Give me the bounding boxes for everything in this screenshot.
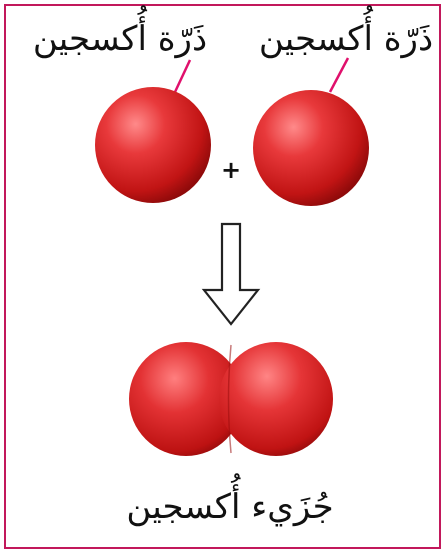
plus-sign: + (221, 156, 241, 184)
molecule-atom-right (219, 342, 333, 456)
label-oxygen-atom-left: ذَرّة أُكسجين (32, 19, 208, 59)
oxygen-molecule (129, 342, 333, 456)
molecule-atom-left (129, 342, 243, 456)
oxygen-atom-right (253, 90, 369, 206)
oxygen-atom-left (95, 87, 211, 203)
molecule-bond-seam (227, 344, 232, 454)
label-oxygen-atom-right: ذَرّة أُكسجين (258, 19, 434, 59)
pointer-line-right (328, 57, 350, 93)
pointer-line-left (173, 59, 192, 93)
label-oxygen-molecule: جُزَيء أُكسجين (126, 487, 334, 527)
down-arrow-icon (201, 222, 261, 326)
